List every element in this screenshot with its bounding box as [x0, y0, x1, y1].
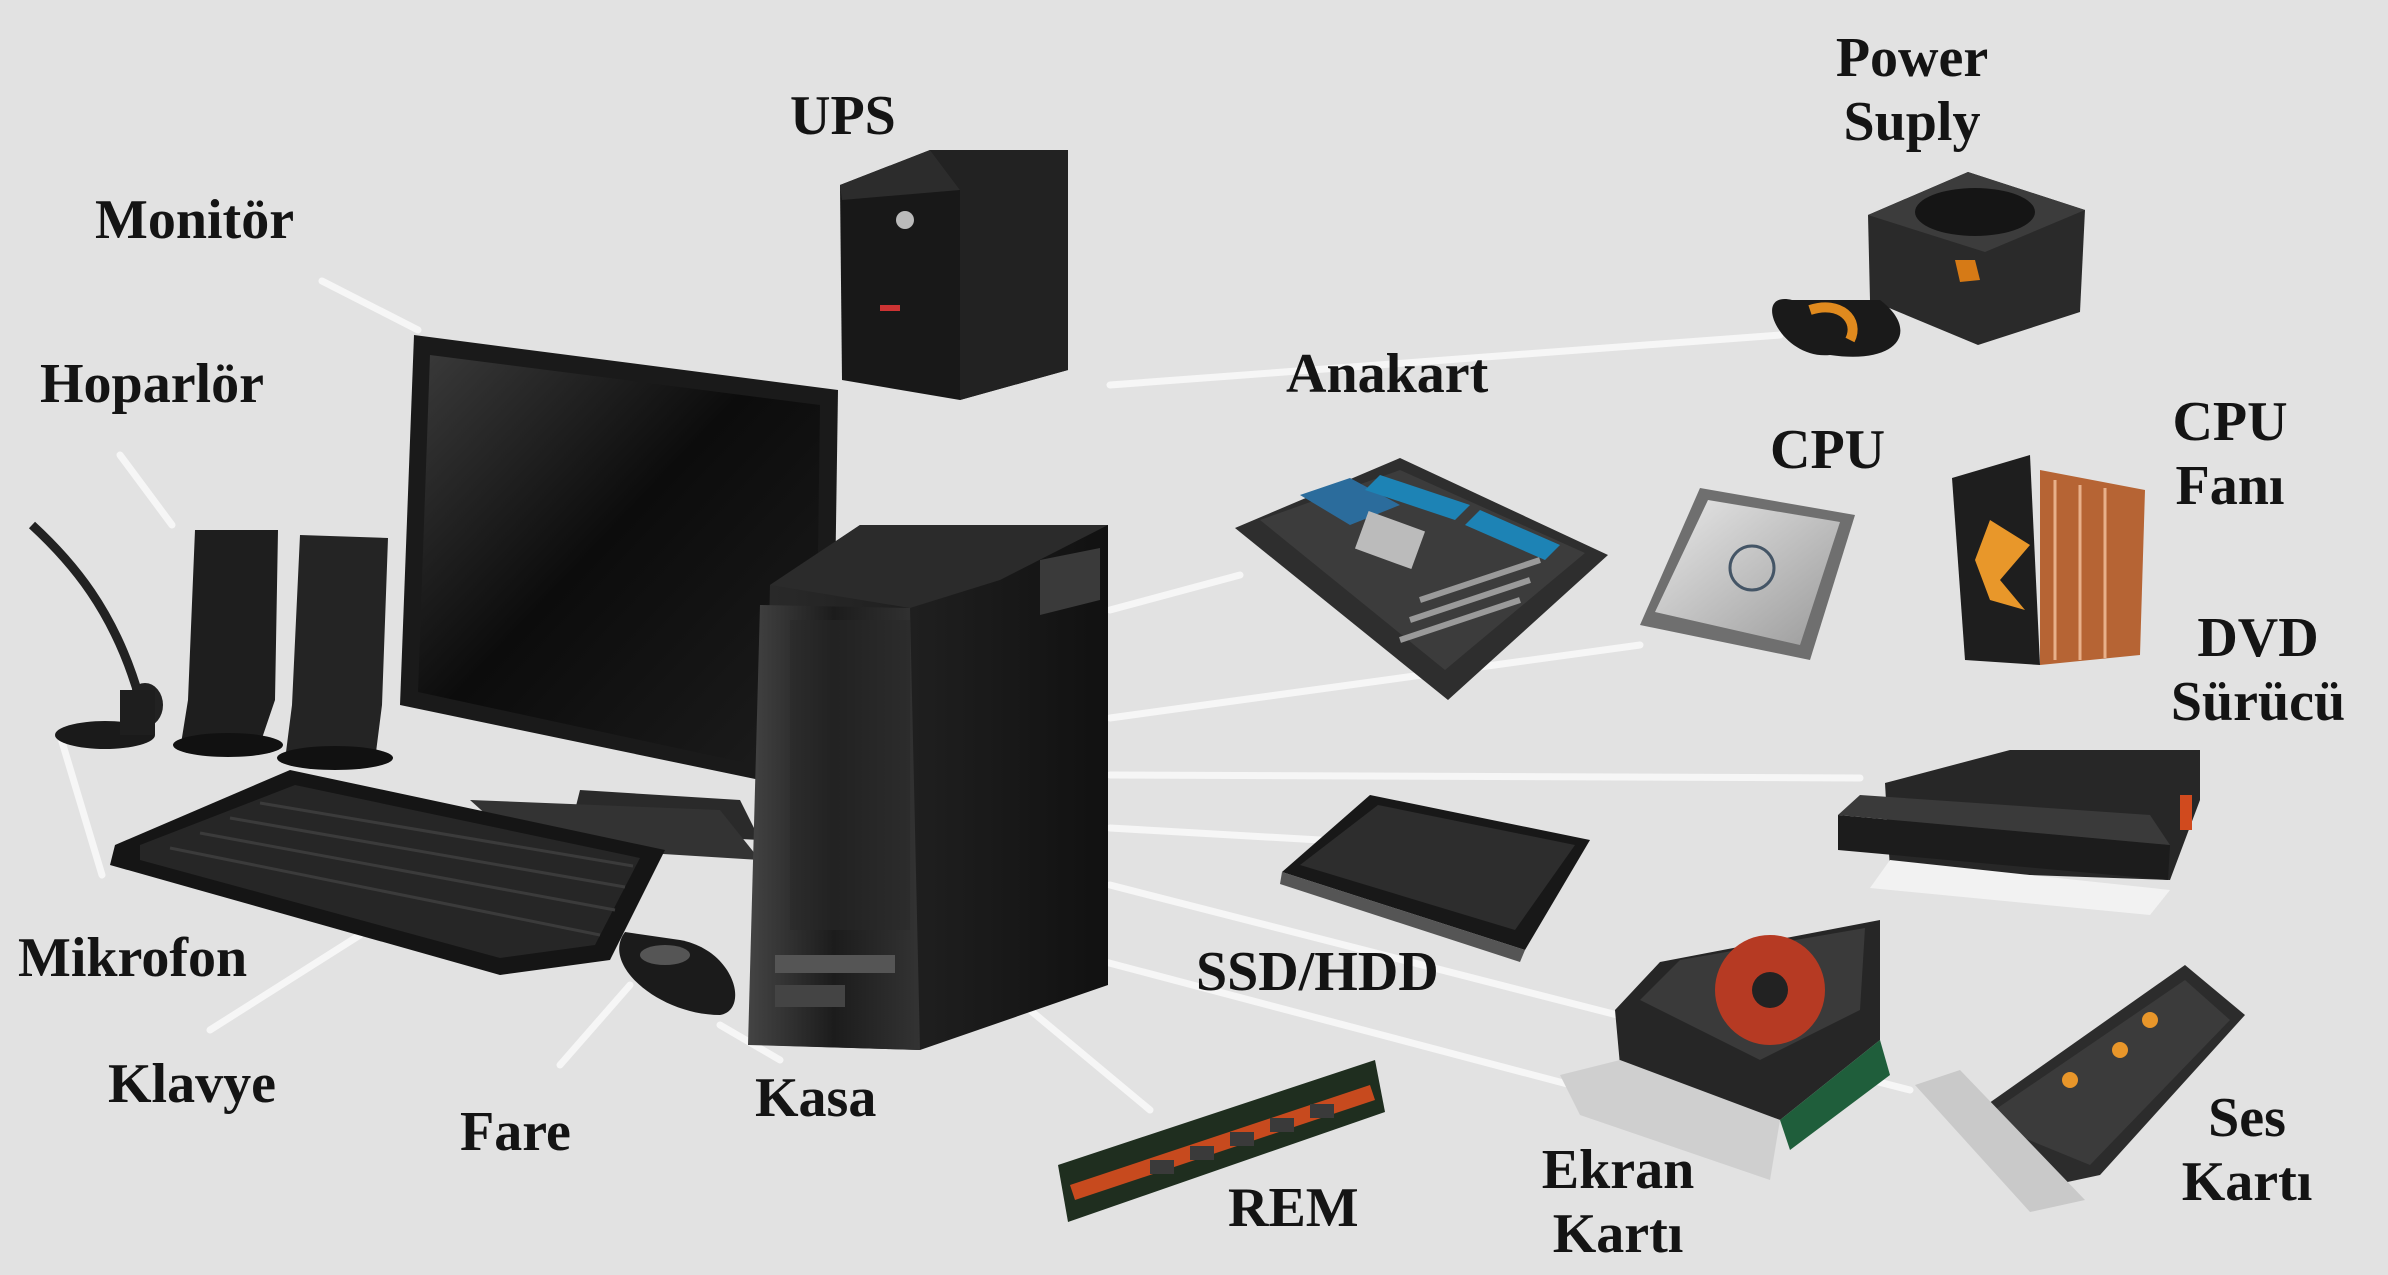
label-microphone: Mikrofon [18, 927, 248, 989]
label-sound-card: Ses Kartı [2162, 1086, 2332, 1214]
ram-image [1058, 1060, 1385, 1222]
label-cpu-fan-line1: CPU [2172, 391, 2288, 453]
label-keyboard: Klavye [108, 1053, 276, 1115]
label-power-supply: Power Suply [1822, 26, 2002, 154]
label-dvd-drive-line1: DVD [2197, 607, 2319, 669]
label-ram: REM [1228, 1177, 1359, 1239]
label-power-supply-line1: Power [1835, 27, 1989, 89]
label-speaker: Hoparlör [40, 353, 264, 415]
label-graphics-card-line1: Ekran [1541, 1139, 1695, 1201]
ups-image [840, 150, 1068, 400]
label-monitor: Monitör [95, 189, 295, 251]
label-motherboard: Anakart [1286, 343, 1489, 405]
keyboard-image [110, 770, 665, 975]
monitor-image [400, 335, 838, 860]
mouse-image [619, 932, 736, 1015]
label-sound-card-line2: Kartı [2181, 1151, 2313, 1213]
label-mouse: Fare [460, 1101, 571, 1163]
microphone-image [28, 521, 163, 749]
case-image [748, 525, 1108, 1050]
label-ssd-hdd: SSD/HDD [1196, 941, 1439, 1003]
dvd-drive-image [1838, 750, 2200, 915]
label-cpu-fan-line2: Fanı [2175, 455, 2285, 517]
label-dvd-drive: DVD Sürücü [2158, 606, 2358, 734]
label-dvd-drive-line2: Sürücü [2170, 671, 2346, 733]
ssd-image [1280, 795, 1590, 962]
sound-card-image [1915, 965, 2245, 1212]
label-graphics-card: Ekran Kartı [1528, 1138, 1708, 1266]
label-ups: UPS [790, 85, 896, 147]
label-sound-card-line1: Ses [2208, 1087, 2286, 1149]
cpu-fan-image [1952, 455, 2145, 665]
graphics-card-image [1560, 920, 1890, 1180]
label-cpu: CPU [1770, 419, 1886, 481]
label-power-supply-line2: Suply [1843, 91, 1981, 153]
speakers-image [173, 530, 393, 770]
label-graphics-card-line2: Kartı [1552, 1203, 1684, 1265]
connector-lines [56, 277, 1914, 1114]
label-case: Kasa [755, 1067, 877, 1129]
cpu-image [1640, 488, 1855, 660]
label-cpu-fan: CPU Fanı [2160, 390, 2300, 518]
motherboard-image [1235, 458, 1608, 700]
power-supply-image [1772, 172, 2085, 357]
